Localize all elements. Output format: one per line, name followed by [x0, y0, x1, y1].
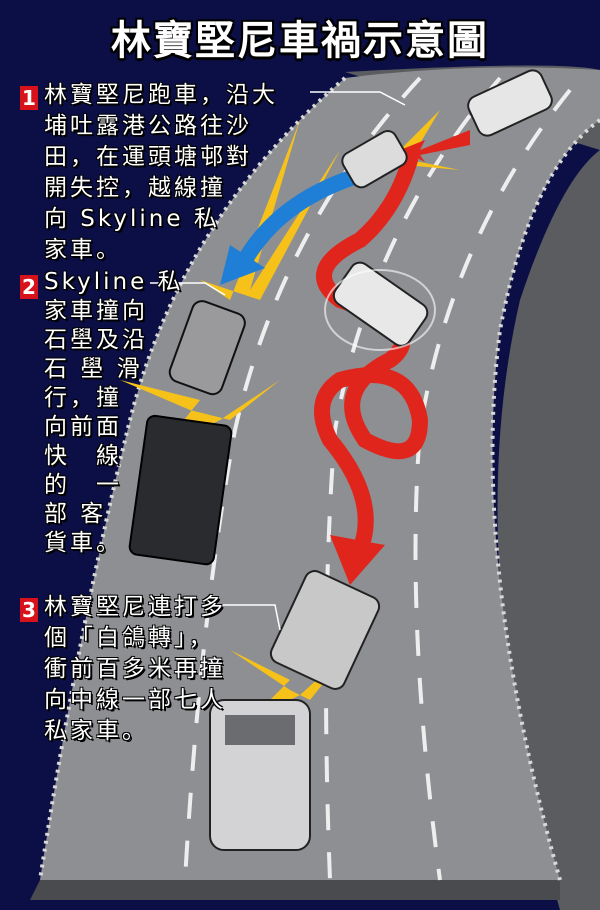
note-line: 快 線 — [44, 443, 122, 469]
red-spiral-arrow — [314, 152, 429, 558]
note-3: 林寶堅尼連打多 個「白鴿轉」， 衝前百多米再撞 向中線一部七人 私家車。 — [44, 592, 226, 747]
road-surface — [40, 67, 600, 881]
lamborghini-car-final — [269, 570, 381, 690]
guardrail-left — [38, 76, 347, 881]
leader-line-3 — [215, 604, 281, 631]
blue-arrow — [238, 167, 363, 265]
lane-line — [413, 88, 572, 881]
lamborghini-car-spinning — [324, 261, 436, 351]
note-line: 林寶堅尼跑車，沿大 — [44, 82, 278, 108]
leader-line-1 — [310, 91, 406, 106]
skyline-car — [168, 300, 246, 396]
note-line: 貨車。 — [44, 530, 122, 556]
lamborghini-car — [467, 69, 553, 137]
leader-line-2 — [150, 282, 226, 296]
seven-seater-car — [209, 699, 311, 851]
lane-line — [183, 76, 422, 881]
note-line: 衝前百多米再撞 — [44, 656, 226, 682]
lane-line — [324, 76, 502, 881]
page-title: 林寶堅尼車禍示意圖 — [111, 18, 489, 64]
note-line: 部 客 — [44, 501, 107, 527]
note-1: 林寶堅尼跑車，沿大 埔吐露港公路往沙 田，在運頭塘邨對 開失控，越線撞 向 Sk… — [44, 80, 278, 266]
road-bridge-edge — [30, 880, 560, 900]
note-line: 石 壆 滑 — [44, 356, 143, 382]
road-side-wall — [345, 65, 600, 910]
note-number-badge: 3 — [20, 598, 38, 622]
note-number-badge: 1 — [20, 86, 38, 110]
note-line: Skyline 私 — [44, 269, 184, 295]
red-spiral-arrow-head — [330, 535, 385, 585]
note-line: 行，撞 — [44, 385, 122, 411]
note-line: 向 Skyline 私 — [44, 206, 220, 232]
note-line: 的 一 — [44, 472, 122, 498]
guardrail-right — [490, 118, 600, 881]
blue-arrow-head — [220, 245, 265, 285]
note-line: 私家車。 — [44, 718, 148, 744]
note-line: 家車。 — [44, 237, 122, 263]
lamborghini-car — [341, 129, 408, 189]
note-line: 個「白鴿轉」， — [44, 625, 215, 651]
note-line: 田，在運頭塘邨對 — [44, 144, 252, 170]
note-line: 埔吐露港公路往沙 — [44, 113, 252, 139]
van — [128, 414, 233, 566]
note-number-badge: 2 — [20, 275, 38, 299]
note-line: 向前面 — [44, 414, 122, 440]
red-arrow-short — [400, 130, 470, 162]
note-line: 家車撞向 — [44, 298, 148, 324]
note-2: Skyline 私 家車撞向 石壆及沿 石 壆 滑 行，撞 向前面 快 線 的 … — [44, 268, 184, 558]
note-line: 林寶堅尼連打多 — [44, 594, 226, 620]
note-line: 開失控，越線撞 — [44, 175, 226, 201]
note-line: 向中線一部七人 — [44, 687, 226, 713]
note-line: 石壆及沿 — [44, 327, 148, 353]
